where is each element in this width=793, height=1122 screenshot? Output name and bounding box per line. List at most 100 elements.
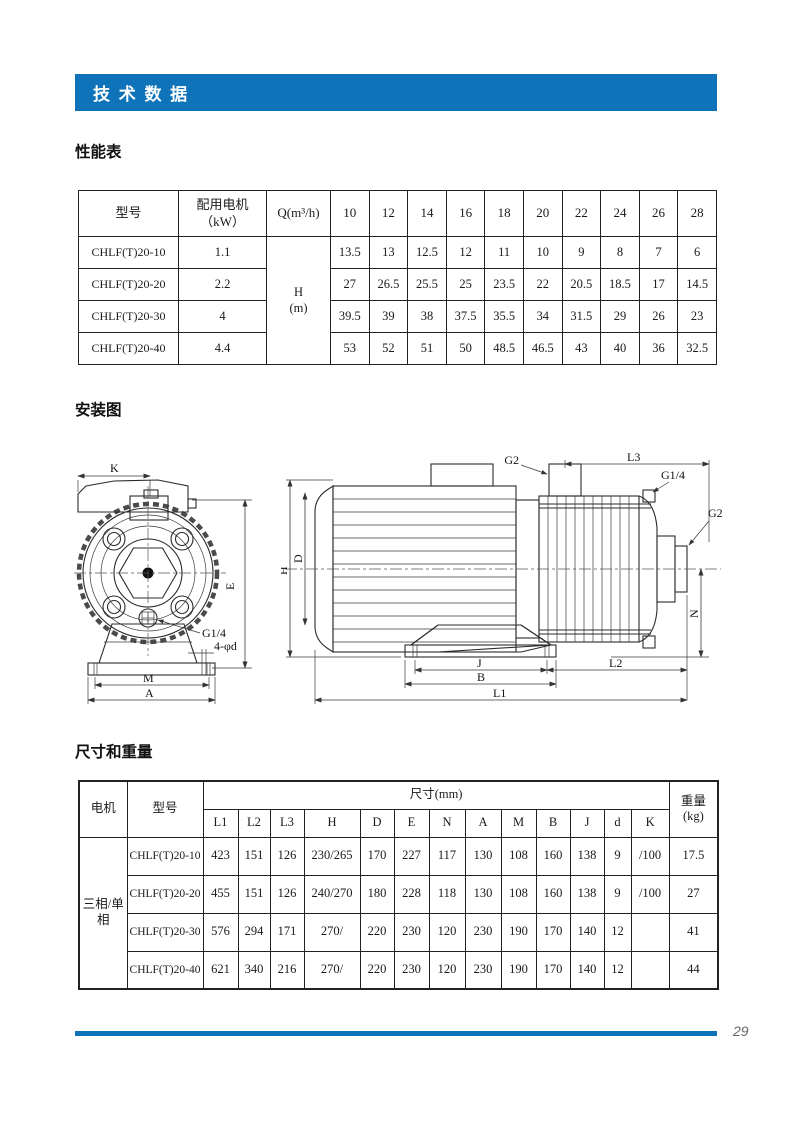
dim-value: 576 [202,912,239,952]
dim-value: 240/270 [303,874,361,914]
dim-label-n: N [687,609,701,618]
dim-header: J [569,808,605,838]
dim-value: 455 [202,874,239,914]
head-value: 39 [368,300,409,333]
col-motor-kw: 配用电机 （kW） [178,190,267,237]
dim-value: 170 [535,912,571,952]
dim-label-g2-top: G2 [504,453,519,467]
dim-value: 228 [393,874,430,914]
head-value: 8 [600,236,640,269]
dim-value: 230 [464,912,502,952]
dim-value: 12 [603,950,632,990]
table-row: CHLF(T)20-40 4.4 53 52 51 50 48.5 46.5 4… [78,332,717,365]
col-flow: Q(m³/h) [266,190,331,237]
head-value: 20.5 [561,268,602,301]
head-unit-cell: H (m) [266,236,331,365]
head-value: 52 [368,332,409,365]
head-value: 18.5 [600,268,640,301]
dim-label-e: E [223,583,237,590]
head-value: 11 [484,236,524,269]
dim-value: 270/ [303,912,361,952]
head-value: 6 [677,236,717,269]
head-value: 39.5 [330,300,370,333]
dim-value: 230 [464,950,502,990]
performance-section-title: 性能表 [75,144,122,161]
col-model: 型号 [126,780,204,838]
pump-side-view-drawing: H D G2 L3 G1/4 G2 N J [281,450,723,704]
dim-value: 230 [393,912,430,952]
page-title: 技 术 数 据 [93,85,190,104]
dim-value: 220 [359,912,395,952]
head-value: 26 [638,300,679,333]
dim-value [630,912,670,952]
dim-value: 126 [269,874,305,914]
flow-value: 18 [484,190,524,237]
dim-header: D [359,808,395,838]
dim-value: 117 [428,836,466,876]
weight-value: 44 [668,950,719,990]
flow-value: 10 [330,190,370,237]
dim-value: 170 [359,836,395,876]
model-name: CHLF(T)20-30 [126,912,204,952]
head-value: 48.5 [484,332,524,365]
section-header-bar: 技 术 数 据 [75,74,717,111]
dim-label-bolt-holes: 4-φd [214,639,237,653]
model-name: CHLF(T)20-20 [126,874,204,914]
dim-value: 108 [500,836,537,876]
col-weight-kg: 重量 (kg) [668,780,719,838]
dim-value: 270/ [303,950,361,990]
dim-value: 340 [237,950,271,990]
dim-header: A [464,808,502,838]
footer-accent-line [75,1031,717,1036]
page-number: 29 [733,1023,749,1039]
dim-value: 160 [535,874,571,914]
head-value: 23 [677,300,717,333]
dimensions-section-title: 尺寸和重量 [75,744,153,761]
dimensions-header-row-2: L1 L2 L3 H D E N A M B J d K [79,808,718,838]
dim-header: N [428,808,466,838]
model-name: CHLF(T)20-20 [78,268,179,301]
head-value: 14.5 [677,268,717,301]
flow-value: 16 [445,190,486,237]
dim-label-a: A [145,686,154,700]
dim-value: 227 [393,836,430,876]
dim-label-b: B [477,670,485,684]
flow-value: 20 [522,190,563,237]
dim-label-l1: L1 [493,686,506,700]
weight-value: 41 [668,912,719,952]
dim-value: 12 [603,912,632,952]
model-name: CHLF(T)20-40 [78,332,179,365]
head-value: 34 [522,300,563,333]
dim-value: 190 [500,912,537,952]
dim-value: 230 [393,950,430,990]
head-value: 13.5 [330,236,370,269]
table-row: CHLF(T)20-30 4 39.5 39 38 37.5 35.5 34 3… [78,300,717,333]
motor-kw: 2.2 [178,268,267,301]
dim-header: M [500,808,537,838]
head-value: 12 [445,236,486,269]
model-name: CHLF(T)20-10 [78,236,179,269]
flow-value: 12 [368,190,409,237]
dim-header: B [535,808,571,838]
dim-value: 138 [569,874,605,914]
dimensions-table: 电机 型号 尺寸(mm) 重量 (kg) L1 L2 L3 H D E N A … [78,780,720,990]
dim-header: L1 [202,808,239,838]
dim-label-k: K [110,461,119,475]
dim-header: L3 [269,808,305,838]
installation-diagrams: K E G1/4 4-φd M A [64,450,730,726]
performance-header-row: 型号 配用电机 （kW） Q(m³/h) 10 12 14 16 18 20 2… [78,190,717,237]
col-dimensions-mm: 尺寸(mm) [202,780,670,810]
dim-value [630,950,670,990]
dim-label-j: J [477,656,482,670]
head-value: 29 [600,300,640,333]
table-row: CHLF(T)20-20 2.2 27 26.5 25.5 25 23.5 22… [78,268,717,301]
head-value: 36 [638,332,679,365]
dim-label-g2-right: G2 [708,506,723,520]
head-value: 35.5 [484,300,524,333]
flow-value: 28 [677,190,717,237]
head-value: 32.5 [677,332,717,365]
motor-kw: 1.1 [178,236,267,269]
model-name: CHLF(T)20-40 [126,950,204,990]
weight-value: 27 [668,874,719,914]
dim-header: L2 [237,808,271,838]
